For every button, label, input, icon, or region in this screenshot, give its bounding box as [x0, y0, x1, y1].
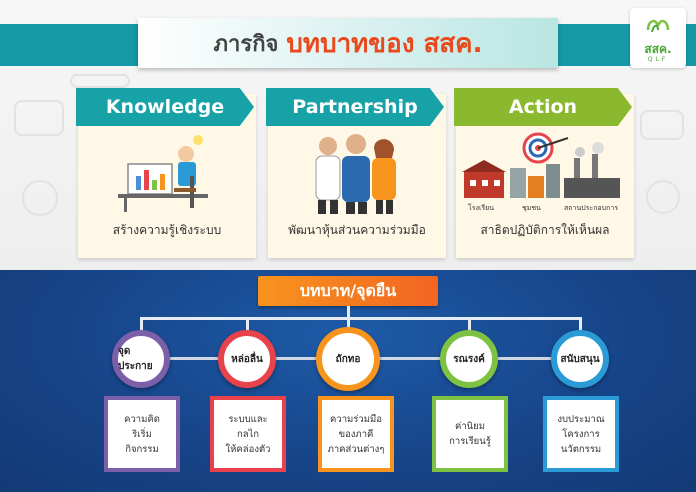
roles-title: บทบาท/จุดยืน	[258, 276, 438, 306]
doodle-bulb	[22, 180, 58, 216]
node-spark-label: จุดประกาย	[118, 346, 153, 372]
people-group-icon	[315, 134, 396, 214]
card-partnership: Partnership พัฒนาหุ้นส่วนความร่วมมือ	[266, 88, 446, 258]
tree-drop-1	[140, 317, 143, 331]
leaf-campaign-line-2: การเรียนรู้	[449, 436, 491, 447]
leaf-campaign-line-1: ค่านิยม	[454, 421, 485, 432]
card-tab-action: Action	[454, 88, 632, 126]
tree-drop-5	[579, 317, 582, 331]
tag-community: ชุมชน	[522, 204, 541, 212]
node-spark: จุดประกาย	[112, 330, 170, 388]
tree-drop-3	[347, 317, 350, 329]
tree-drop-2	[246, 317, 249, 331]
node-lubricate-label: หล่อลื่น	[231, 353, 263, 365]
leaf-icon	[646, 19, 670, 33]
card-action: Action โรงเรียน ชุมชน สถานประกอบการ สาธิ…	[454, 88, 634, 258]
leaf-spark: ความคิด ริเริ่ม กิจกรรม	[104, 396, 180, 472]
node-weave: ถักทอ	[316, 327, 380, 391]
tree-stem	[347, 306, 350, 318]
city-target-icon: โรงเรียน ชุมชน สถานประกอบการ	[462, 132, 620, 212]
leaf-spark-line-1: ความคิด	[124, 413, 160, 425]
desk-worker-icon	[118, 135, 208, 212]
leaf-weave-line-2: ของภาคี	[338, 428, 374, 440]
leaf-support-line-3: นวัตกรรม	[560, 443, 602, 455]
leaf-lubricate-line-1: ระบบและ	[228, 413, 268, 425]
leaf-support-line-1: งบประมาณ	[557, 413, 605, 425]
card-tab-knowledge: Knowledge	[76, 88, 254, 126]
leaf-lubricate-line-3: ให้คล่องตัว	[225, 443, 271, 455]
tree-drop-4	[468, 317, 471, 331]
leaf-weave-line-3: ภาคส่วนต่างๆ	[327, 443, 385, 455]
node-campaign: รณรงค์	[440, 330, 498, 388]
node-campaign-label: รณรงค์	[453, 353, 485, 365]
doodle-ruler	[70, 74, 130, 88]
logo-sub: QLF	[647, 56, 669, 63]
card-knowledge: Knowledge สร้างความรู้เชิงระบบ	[76, 88, 256, 258]
title-main: ภารกิจ	[213, 31, 279, 57]
node-support-label: สนับสนุน	[560, 353, 600, 365]
leaf-weave: ความร่วมมือ ของภาคี ภาคส่วนต่างๆ	[318, 396, 394, 472]
node-weave-label: ถักทอ	[335, 353, 361, 365]
logo-text: สสค.	[644, 42, 672, 56]
leaf-support: งบประมาณ โครงการ นวัตกรรม	[543, 396, 619, 472]
card-caption-knowledge: สร้างความรู้เชิงระบบ	[112, 223, 222, 237]
leaf-lubricate: ระบบและ กลไก ให้คล่องตัว	[210, 396, 286, 472]
doodle-book	[640, 110, 684, 140]
logo: สสค. QLF	[630, 8, 686, 68]
leaf-spark-line-2: ริเริ่ม	[132, 428, 152, 440]
node-support: สนับสนุน	[551, 330, 609, 388]
doodle-clock	[646, 180, 680, 214]
node-lubricate: หล่อลื่น	[218, 330, 276, 388]
tree-bar	[140, 317, 582, 320]
title-accent: บทบาทของ สสค.	[286, 28, 483, 59]
card-tab-partnership: Partnership	[266, 88, 444, 126]
tag-business: สถานประกอบการ	[564, 204, 618, 212]
doodle-laptop	[14, 100, 64, 136]
page-title: ภารกิจ บทบาทของ สสค.	[138, 18, 558, 68]
leaf-support-line-2: โครงการ	[562, 428, 600, 440]
card-caption-partnership: พัฒนาหุ้นส่วนความร่วมมือ	[288, 223, 426, 237]
leaf-campaign: ค่านิยม การเรียนรู้	[432, 396, 508, 472]
leaf-weave-line-1: ความร่วมมือ	[330, 413, 382, 425]
leaf-spark-line-3: กิจกรรม	[125, 443, 159, 455]
tag-school: โรงเรียน	[468, 203, 494, 212]
leaf-lubricate-line-2: กลไก	[236, 428, 260, 440]
card-caption-action: สาธิตปฏิบัติการให้เห็นผล	[480, 223, 610, 237]
